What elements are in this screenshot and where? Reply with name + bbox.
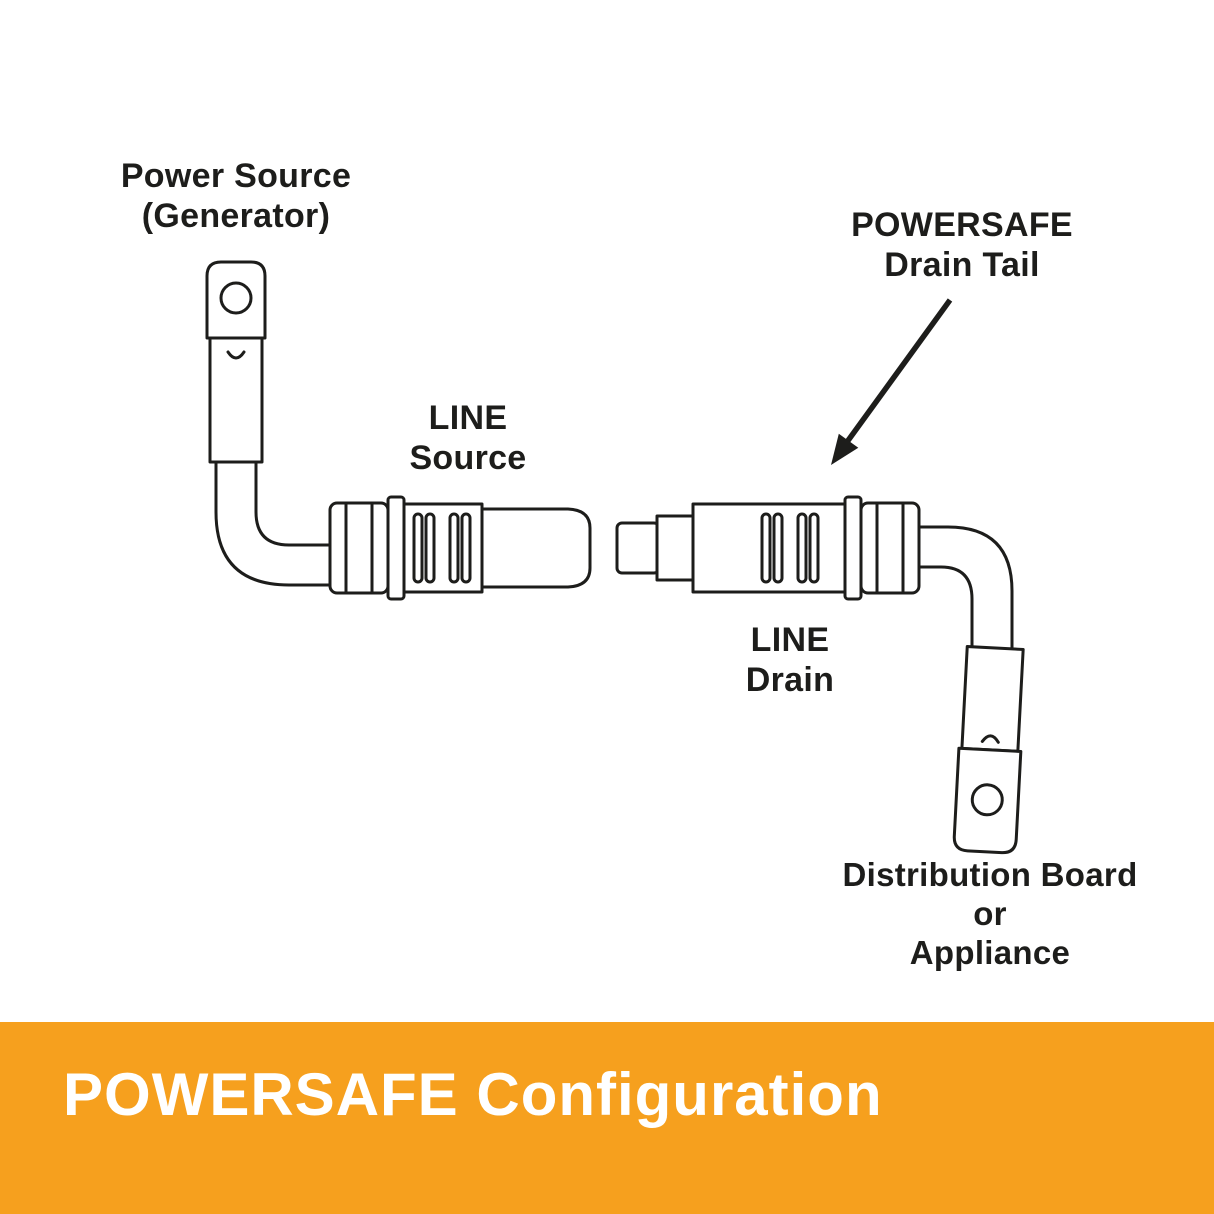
drain-lug-group — [952, 645, 1025, 855]
source-coupling-nut — [328, 501, 390, 595]
line-source-label-line1: LINE — [428, 399, 508, 437]
distribution-board-label-line2: or — [973, 894, 1007, 932]
drain-cable-drawing — [615, 495, 1025, 855]
source-lug-hole — [219, 281, 253, 315]
distribution-board-label: Distribution Board or Appliance — [790, 856, 1190, 973]
drain-tail-arrow — [831, 298, 953, 465]
line-source-label: LINE Source — [343, 398, 593, 478]
footer-banner: POWERSAFE Configuration — [0, 1022, 1214, 1214]
drain-crimp-mark — [980, 734, 1000, 744]
drain-rib — [760, 512, 772, 584]
drain-connector-flange — [843, 495, 863, 601]
drain-rib — [796, 512, 808, 584]
power-source-label: Power Source (Generator) — [56, 156, 416, 236]
drain-coupling-nut — [859, 501, 921, 595]
drain-male-tip — [615, 521, 661, 575]
drain-rib — [808, 512, 820, 584]
banner-title: POWERSAFE Configuration — [63, 1061, 883, 1128]
line-drain-label-line2: Drain — [745, 661, 835, 700]
powersafe-drain-tail-label-line1: POWERSAFE — [851, 206, 1073, 244]
source-rib — [460, 512, 472, 584]
power-source-label-line1: Power Source — [120, 157, 352, 195]
source-cable-drawing — [205, 260, 592, 601]
powersafe-drain-tail-label-line2: Drain Tail — [884, 246, 1040, 285]
arrow-head — [831, 433, 859, 465]
distribution-board-label-line1: Distribution Board — [842, 856, 1138, 893]
powersafe-drain-tail-label: POWERSAFE Drain Tail — [792, 205, 1132, 285]
drain-cable-bend — [910, 525, 1014, 654]
drain-rib — [772, 512, 784, 584]
drain-nut-facet-lines — [875, 502, 905, 594]
line-drain-label-line1: LINE — [750, 621, 830, 659]
source-crimp-mark — [226, 350, 246, 360]
drain-lug-hole — [970, 783, 1004, 817]
drain-tip-collar — [655, 514, 695, 582]
source-connector-barrel — [480, 507, 592, 589]
distribution-board-label-line3: Appliance — [909, 933, 1071, 971]
line-drain-label: LINE Drain — [665, 620, 915, 700]
source-connector-flange — [386, 495, 406, 601]
power-source-label-line2: (Generator) — [141, 197, 331, 236]
line-source-label-line2: Source — [409, 439, 527, 478]
source-nut-facet-lines — [344, 502, 374, 594]
source-rib — [424, 512, 436, 584]
arrow-shaft — [844, 298, 953, 444]
source-rib — [412, 512, 424, 584]
source-cable-bend — [214, 448, 338, 587]
source-rib — [448, 512, 460, 584]
